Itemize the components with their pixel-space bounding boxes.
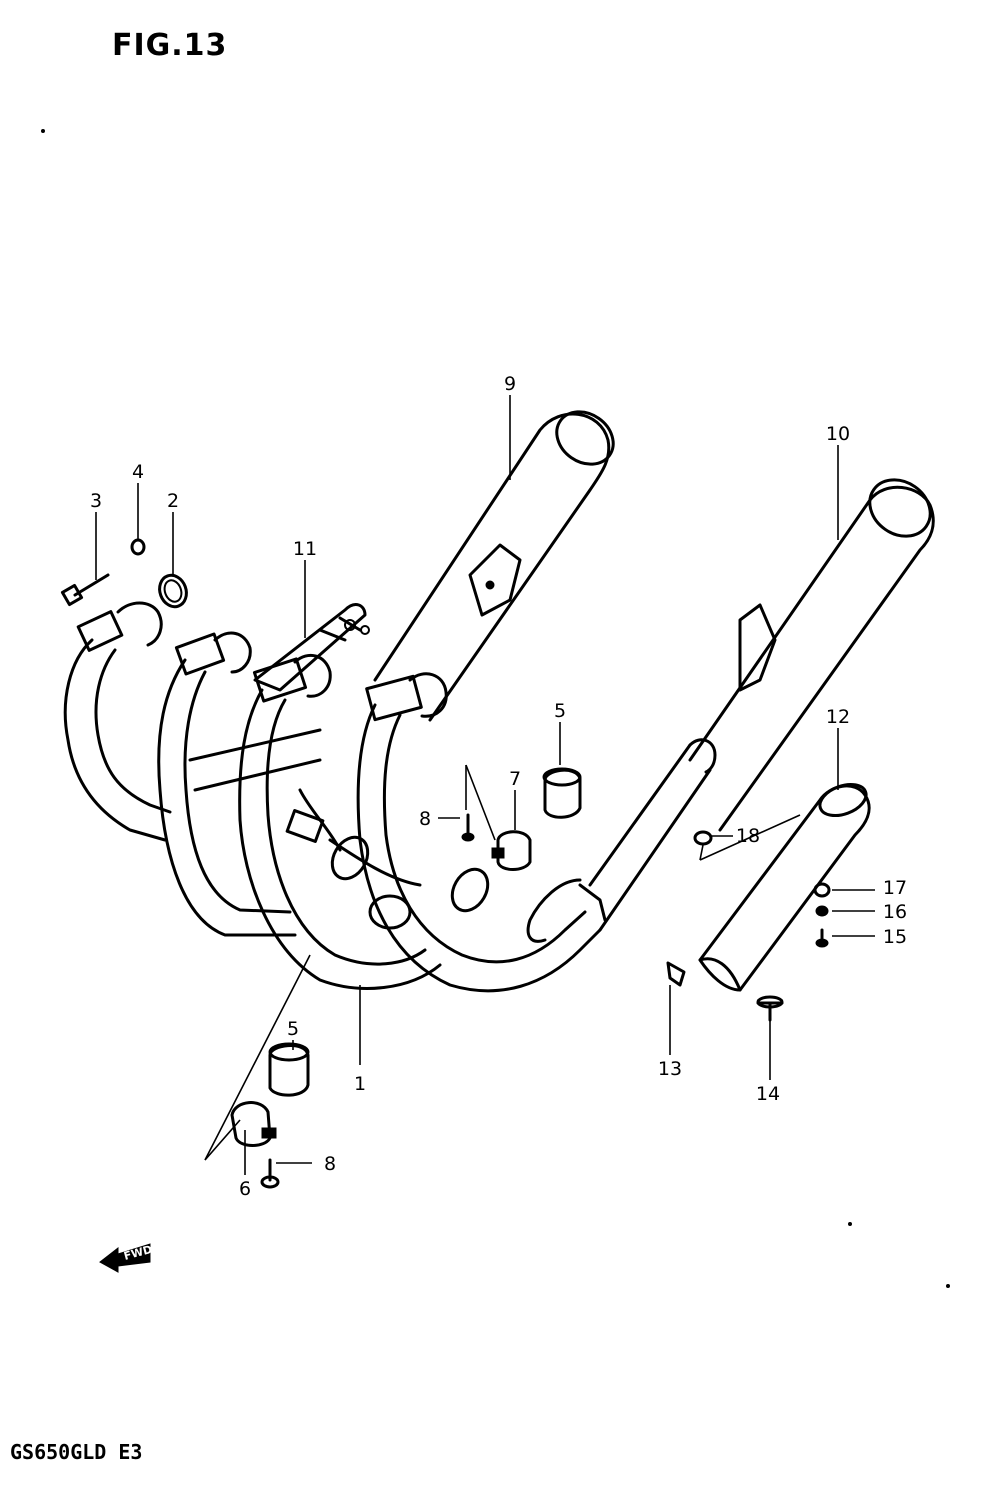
callout-17: 17 — [883, 877, 907, 899]
muffler-left — [373, 410, 717, 932]
callout-6: 6 — [239, 1178, 251, 1200]
leader-lines — [95, 395, 875, 1175]
muffler-bracket — [253, 603, 370, 692]
callouts: 1 2 3 4 5 5 6 7 8 8 9 10 11 12 13 14 15 … — [90, 373, 907, 1200]
callout-12: 12 — [826, 706, 850, 728]
exhaust-pipe-2 — [157, 631, 297, 937]
model-code: GS650GLD E3 — [10, 1440, 143, 1464]
scan-speck — [41, 129, 45, 133]
callout-5-lower: 5 — [287, 1018, 299, 1040]
callout-7: 7 — [509, 768, 521, 790]
exhaust-pipe-1-left — [63, 601, 172, 842]
heat-shield — [698, 782, 871, 992]
callout-14: 14 — [756, 1083, 780, 1105]
callout-3: 3 — [90, 490, 102, 512]
exhaust-pipe-3 — [238, 653, 442, 990]
callout-18: 18 — [736, 825, 760, 847]
callout-10: 10 — [826, 423, 850, 445]
scan-speck — [946, 1284, 950, 1288]
callout-4: 4 — [132, 461, 144, 483]
figure-title: FIG.13 — [112, 28, 228, 63]
callout-8-lower: 8 — [324, 1153, 336, 1175]
callout-11: 11 — [293, 538, 317, 560]
callout-1: 1 — [354, 1073, 366, 1095]
callout-9: 9 — [504, 373, 516, 395]
collector-pipe — [188, 728, 490, 930]
forward-arrow-icon: FWD — [99, 1243, 154, 1273]
callout-16: 16 — [883, 901, 907, 923]
callout-8-upper: 8 — [419, 808, 431, 830]
callout-2: 2 — [167, 490, 179, 512]
small-parts — [60, 538, 831, 1189]
scan-speck — [848, 1222, 852, 1226]
muffler-right — [526, 478, 935, 943]
callout-15: 15 — [883, 926, 907, 948]
callout-5-upper: 5 — [554, 700, 566, 722]
callout-13: 13 — [658, 1058, 682, 1080]
